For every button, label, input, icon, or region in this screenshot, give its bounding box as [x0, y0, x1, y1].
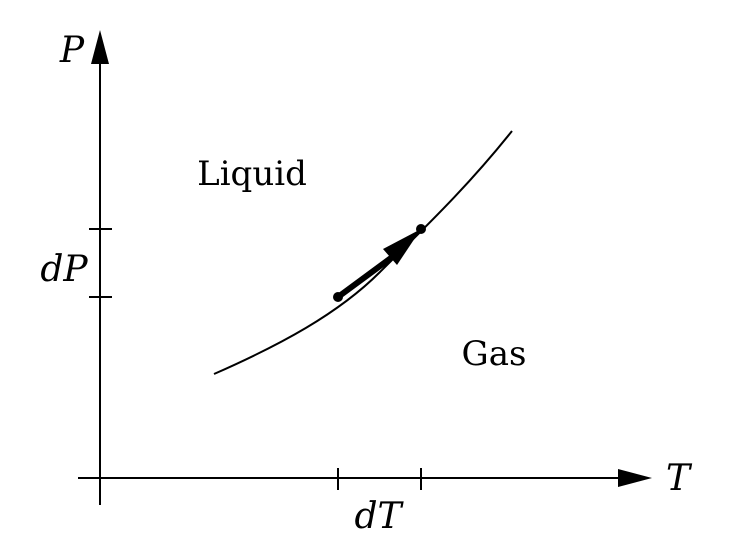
dt-label: dT	[354, 496, 404, 537]
tangent-arrow	[335, 229, 421, 300]
y-interval-ticks: dP	[40, 228, 112, 298]
tangent-arrow-shaft	[335, 252, 398, 300]
phase-boundary-curve	[213, 130, 513, 375]
y-axis-label: P	[59, 30, 85, 71]
gas-region-label: Gas	[462, 334, 527, 374]
dp-label: dP	[40, 249, 88, 290]
y-axis: P	[59, 30, 109, 505]
tangent-arrowhead	[383, 229, 421, 265]
x-axis-label: T	[666, 458, 693, 499]
y-axis-arrowhead	[91, 30, 109, 64]
x-axis-arrowhead	[618, 469, 652, 487]
x-interval-ticks: dT	[337, 468, 422, 537]
liquid-region-label: Liquid	[197, 154, 307, 194]
x-axis: T	[78, 458, 693, 499]
